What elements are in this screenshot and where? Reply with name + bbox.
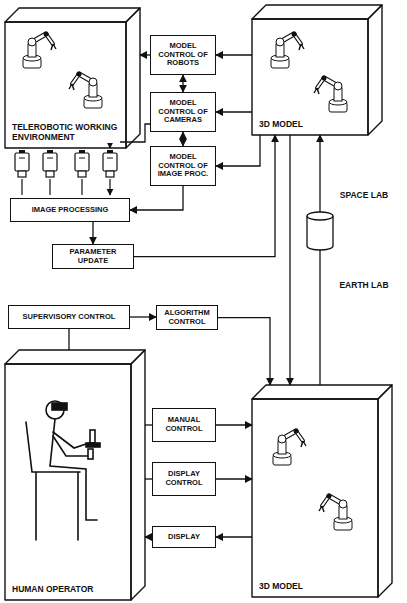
camera-row [15,150,117,195]
process-box: PARAMETER UPDATE [52,244,134,269]
connector-arrow [130,316,156,317]
connector-arrow [216,478,252,479]
box-label: MODEL CONTROL OF ROBOTS [154,42,212,68]
connector-arrow [92,222,93,244]
box-label: DISPLAY CONTROL [156,470,212,487]
box-label: MODEL CONTROL OF IMAGE PROC. [154,153,212,179]
connector-arrow [140,54,150,55]
box-label: DISPLAY [168,533,200,542]
robot-arm [273,429,306,466]
control-box: MANUAL CONTROL [152,408,216,442]
connector-arrow [216,111,252,112]
model-box: 3D MODEL [252,5,382,135]
connector-arrow [289,135,290,385]
box-label: 3D MODEL [258,582,304,592]
operator-figure [26,401,100,540]
box-label: 3D MODEL [258,120,304,130]
box-label: MANUAL CONTROL [156,416,212,433]
connector-arrow [216,536,252,537]
box-outline [252,385,392,597]
display-box: DISPLAY [152,526,216,548]
lab-label: SPACE LAB [338,190,390,200]
robot-arm [314,76,347,113]
connector-arrow [216,424,252,425]
connector-arrow [130,186,183,210]
process-box: IMAGE PROCESSING [10,198,130,222]
environment-box: TELEROBOTIC WORKING ENVIRONMENT [5,8,140,148]
box-outline [252,5,382,135]
connector-arrow [134,135,275,257]
control-box: DISPLAY CONTROL [152,462,216,496]
robot-arm [271,32,304,69]
robot-arm [69,72,102,109]
connector-arrow [145,536,152,537]
control-box: ALGORITHM CONTROL [156,305,218,330]
box-label: MODEL CONTROL OF CAMERAS [154,99,212,125]
connector-arrow [182,132,183,146]
box-label: HUMAN OPERATOR [11,585,94,595]
control-box: MODEL CONTROL OF ROBOTS [150,35,216,75]
robot-arm [23,32,56,69]
box-label: TELEROBOTIC WORKING ENVIRONMENT [11,123,120,143]
box-outline [5,350,145,600]
box-label: IMAGE PROCESSING [32,206,109,215]
control-box: MODEL CONTROL OF CAMERAS [150,92,216,132]
model-box: 3D MODEL [252,385,392,597]
box-label: SUPERVISORY CONTROL [23,313,116,322]
connector-arrow [216,54,252,55]
operator-box: HUMAN OPERATOR [5,350,145,600]
lab-label: EARTH LAB [338,280,390,290]
connector-arrow [68,329,69,350]
connector-arrow [145,424,152,425]
connector-arrow [319,135,320,385]
connector-arrow [216,135,260,166]
control-box: SUPERVISORY CONTROL [8,305,130,329]
control-box: MODEL CONTROL OF IMAGE PROC. [150,146,216,186]
connector-arrow [218,318,270,385]
robot-arm [319,494,352,531]
connector-arrow [145,478,152,479]
box-label: PARAMETER UPDATE [56,248,130,265]
connector-arrow [182,75,183,92]
box-label: ALGORITHM CONTROL [160,309,214,326]
database-cylinder [307,212,333,250]
